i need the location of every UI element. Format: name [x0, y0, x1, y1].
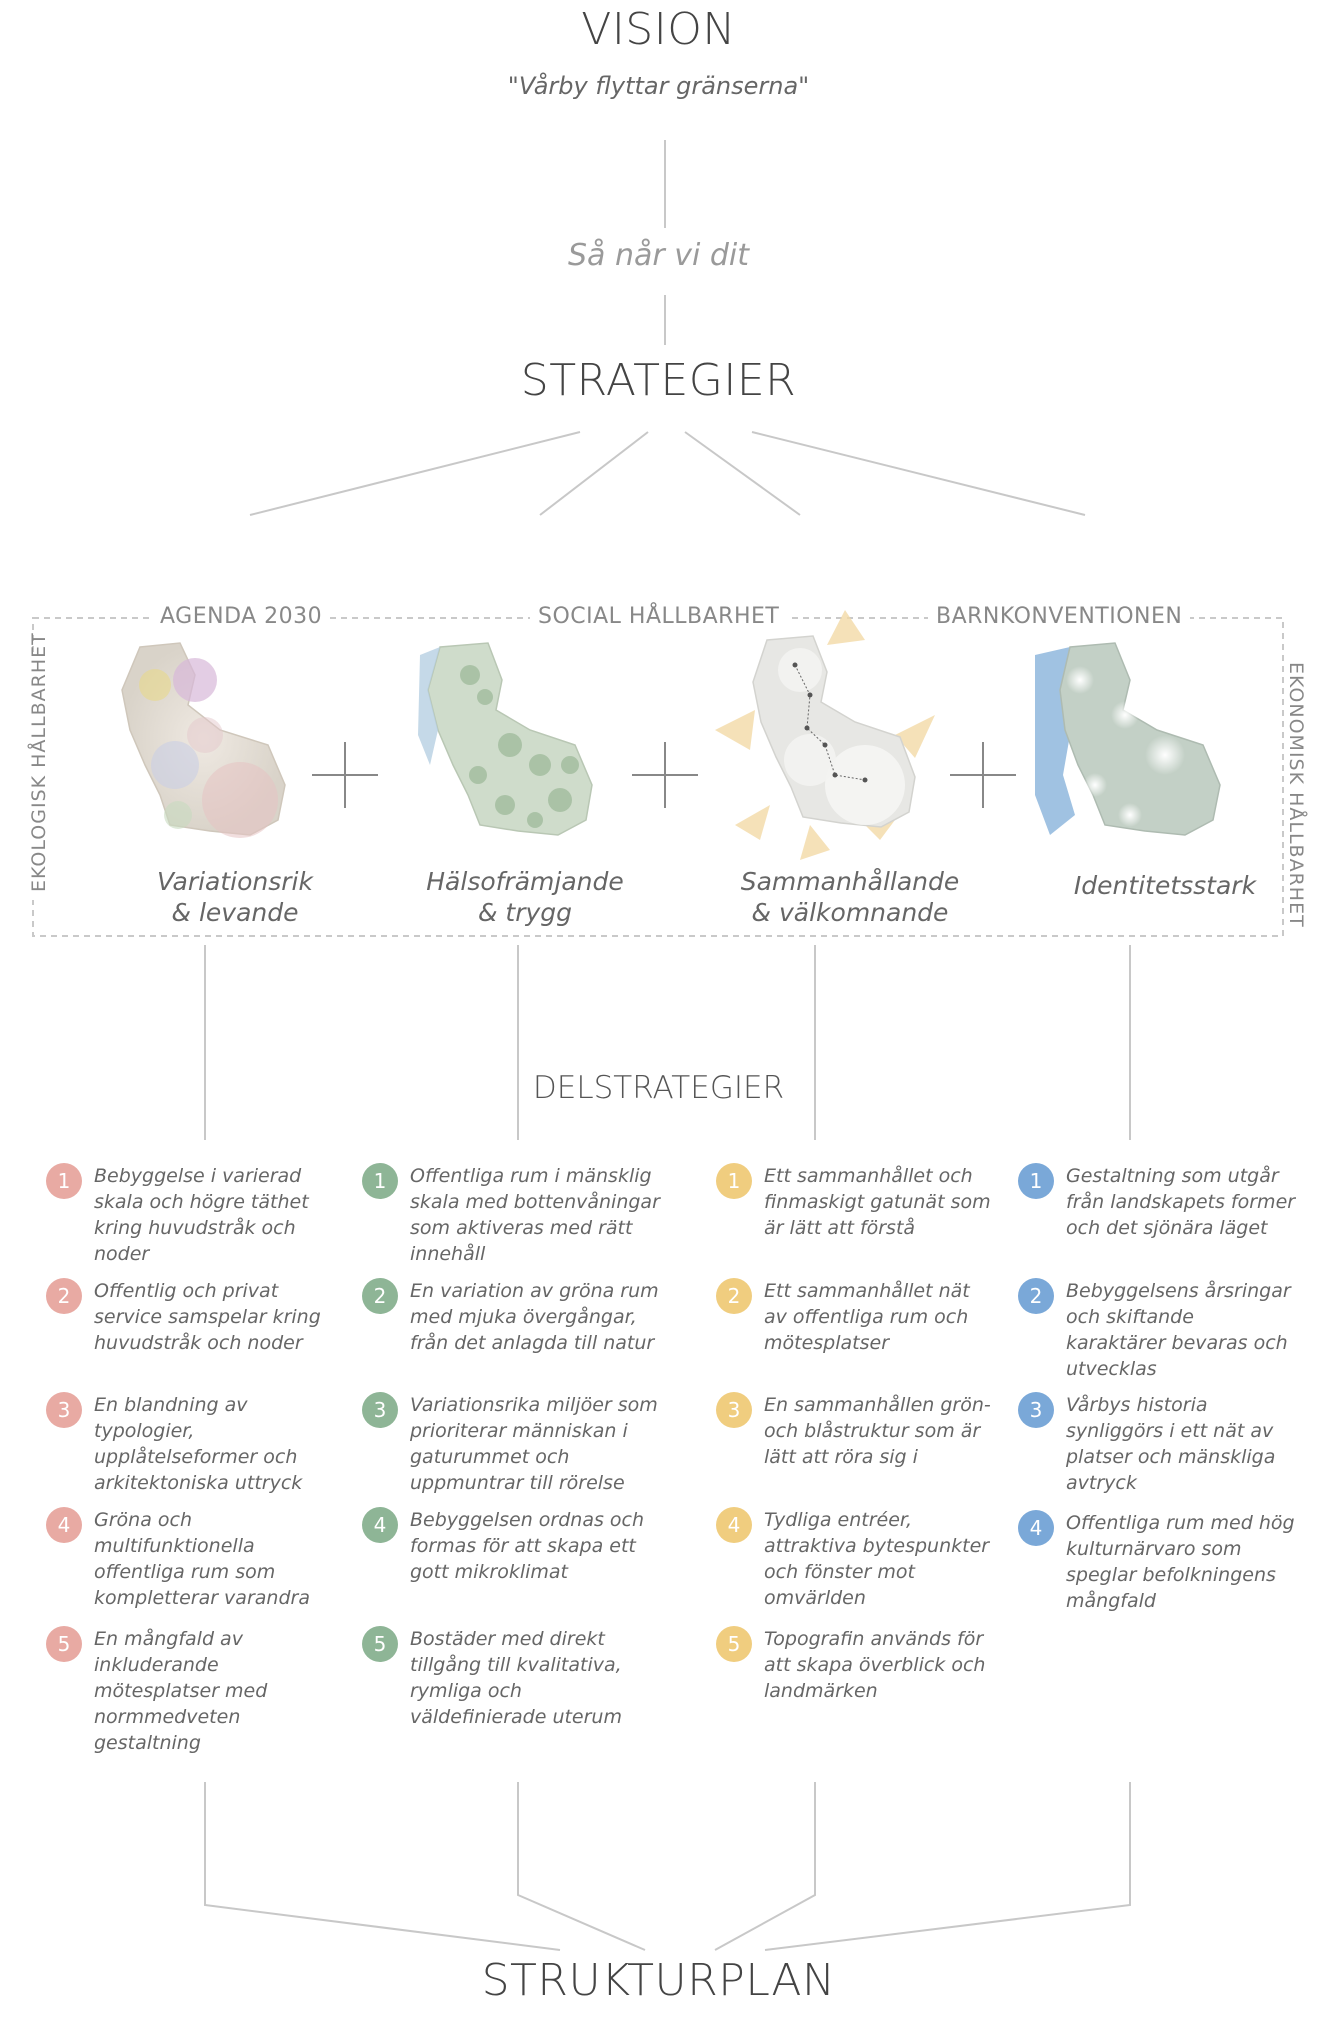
strategy-line: Identitetsstark	[1073, 871, 1257, 900]
number-badge: 2	[1018, 1278, 1054, 1314]
substrategy-text: Topografin används för att skapa överbli…	[764, 1628, 986, 1702]
substrategy-red-1: 1 Bebyggelse i varierad skala och högre …	[46, 1163, 326, 1267]
side-label-ecological: EKOLOGISK HÅLLBARHET	[28, 632, 50, 900]
substrategy-yellow-2: 2 Ett sammanhållet nät av offentliga rum…	[716, 1278, 996, 1356]
strategies-title: STRATEGIER	[520, 355, 797, 406]
substrategy-blue-2: 2 Bebyggelsens årsringar och skiftande k…	[1018, 1278, 1298, 1382]
strategy-line: Hälsofrämjande	[426, 867, 624, 896]
number-badge: 4	[46, 1507, 82, 1543]
how-text: Så når vi dit	[568, 238, 749, 273]
number-badge: 5	[716, 1626, 752, 1662]
substrategy-yellow-3: 3 En sammanhållen grön- och blåstruktur …	[716, 1392, 996, 1470]
strategy-line: & levande	[171, 898, 299, 927]
number-badge: 4	[362, 1507, 398, 1543]
substrategy-text: Bebyggelsens årsringar och skiftande kar…	[1066, 1280, 1291, 1380]
substrategy-green-5: 5 Bostäder med direkt tillgång till kval…	[362, 1626, 662, 1730]
substrategy-red-5: 5 En mångfald av inkluderande mötesplats…	[46, 1626, 326, 1756]
number-badge: 3	[46, 1392, 82, 1428]
substrategy-red-4: 4 Gröna och multifunktionella offentliga…	[46, 1507, 326, 1611]
frame-label-barn: BARNKONVENTIONEN	[928, 604, 1191, 629]
number-badge: 5	[46, 1626, 82, 1662]
strategy-identitetsstark: Identitetsstark	[1040, 870, 1290, 901]
map-variationsrik-icon	[121, 642, 286, 838]
strategy-line: & välkomnande	[751, 898, 949, 927]
substrategy-text: Bebyggelse i varierad skala och högre tä…	[94, 1165, 309, 1265]
strategy-halsoframjande: Hälsofrämjande & trygg	[400, 866, 650, 928]
strategy-variationsrik: Variationsrik & levande	[110, 866, 360, 928]
substrategy-red-2: 2 Offentlig och privat service samspelar…	[46, 1278, 326, 1356]
substrategy-text: Offentliga rum med hög kulturnärvaro som…	[1066, 1512, 1295, 1612]
substrategy-green-1: 1 Offentliga rum i mänsklig skala med bo…	[362, 1163, 662, 1267]
substrategy-green-2: 2 En variation av gröna rum med mjuka öv…	[362, 1278, 662, 1356]
number-badge: 4	[716, 1507, 752, 1543]
substrategy-text: En mångfald av inkluderande mötesplatser…	[94, 1628, 268, 1754]
map-identitetsstark-icon	[1035, 642, 1221, 836]
number-badge: 3	[362, 1392, 398, 1428]
substrategy-text: Bebyggelsen ordnas och formas för att sk…	[410, 1509, 645, 1583]
substrategy-red-3: 3 En blandning av typologier, upplåtelse…	[46, 1392, 326, 1496]
strategy-sammanhallande: Sammanhållande & välkomnande	[720, 866, 980, 928]
substrategy-green-3: 3 Variationsrika miljöer som prioriterar…	[362, 1392, 662, 1496]
number-badge: 5	[362, 1626, 398, 1662]
substrategy-text: Bostäder med direkt tillgång till kvalit…	[410, 1628, 622, 1728]
substrategy-text: En variation av gröna rum med mjuka över…	[410, 1280, 659, 1354]
substrategy-yellow-1: 1 Ett sammanhållet och finmaskigt gatunä…	[716, 1163, 996, 1241]
substrategy-text: En sammanhållen grön- och blåstruktur so…	[764, 1394, 991, 1468]
number-badge: 2	[362, 1278, 398, 1314]
substrategy-text: Gröna och multifunktionella offentliga r…	[94, 1509, 310, 1609]
substrategy-text: Tydliga entréer, attraktiva bytespunkter…	[764, 1509, 990, 1609]
vision-title: VISION	[581, 4, 736, 55]
substrategy-blue-4: 4 Offentliga rum med hög kulturnärvaro s…	[1018, 1510, 1298, 1614]
frame-label-agenda: AGENDA 2030	[152, 604, 331, 629]
number-badge: 1	[1018, 1163, 1054, 1199]
substrategy-text: Variationsrika miljöer som prioriterar m…	[410, 1394, 658, 1494]
number-badge: 3	[716, 1392, 752, 1428]
number-badge: 2	[46, 1278, 82, 1314]
strukturplan-title: STRUKTURPLAN	[481, 1955, 836, 2006]
number-badge: 1	[46, 1163, 82, 1199]
map-sammanhallande-icon	[715, 610, 935, 860]
vision-quote: "Vårby flyttar gränserna"	[507, 72, 810, 100]
number-badge: 1	[716, 1163, 752, 1199]
substrategy-blue-3: 3 Vårbys historia synliggörs i ett nät a…	[1018, 1392, 1298, 1496]
substrategy-text: Offentlig och privat service samspelar k…	[94, 1280, 321, 1354]
substrategy-blue-1: 1 Gestaltning som utgår från landskapets…	[1018, 1163, 1298, 1241]
number-badge: 2	[716, 1278, 752, 1314]
strategy-line: Variationsrik	[157, 867, 313, 896]
number-badge: 3	[1018, 1392, 1054, 1428]
delstrategier-title: DELSTRATEGIER	[532, 1070, 785, 1106]
side-label-economic: EKONOMISK HÅLLBARHET	[1285, 654, 1307, 928]
substrategy-yellow-5: 5 Topografin används för att skapa överb…	[716, 1626, 996, 1704]
substrategy-text: Ett sammanhållet nät av offentliga rum o…	[764, 1280, 970, 1354]
substrategy-text: Ett sammanhållet och finmaskigt gatunät …	[764, 1165, 991, 1239]
substrategy-yellow-4: 4 Tydliga entréer, attraktiva bytespunkt…	[716, 1507, 996, 1611]
strategy-line: & trygg	[477, 898, 573, 927]
substrategy-text: Offentliga rum i mänsklig skala med bott…	[410, 1165, 660, 1265]
number-badge: 4	[1018, 1510, 1054, 1546]
substrategy-text: Vårbys historia synliggörs i ett nät av …	[1066, 1394, 1276, 1494]
substrategy-green-4: 4 Bebyggelsen ordnas och formas för att …	[362, 1507, 662, 1585]
strategy-line: Sammanhållande	[740, 867, 960, 896]
frame-label-social: SOCIAL HÅLLBARHET	[530, 604, 788, 629]
number-badge: 1	[362, 1163, 398, 1199]
substrategy-text: Gestaltning som utgår från landskapets f…	[1066, 1165, 1296, 1239]
substrategy-text: En blandning av typologier, upplåtelsefo…	[94, 1394, 303, 1494]
map-halsoframjande-icon	[418, 642, 593, 836]
